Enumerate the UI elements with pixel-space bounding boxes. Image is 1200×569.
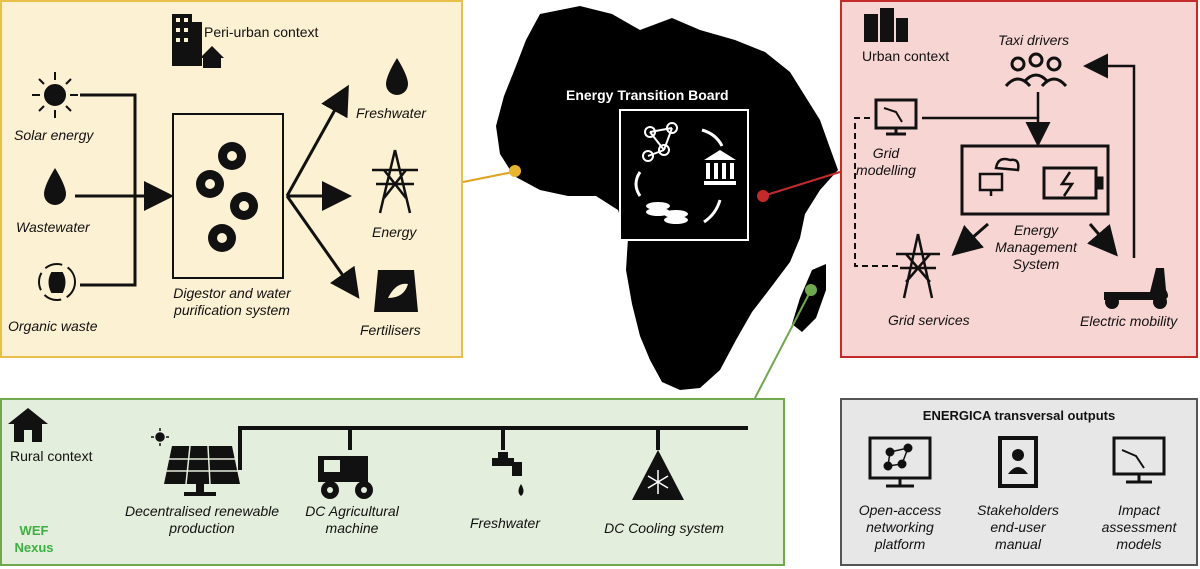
ems-label: Energy Management System [995,222,1077,272]
output-impact-label: Impact assessment models [1101,502,1177,552]
network-icon [642,122,678,162]
process-label: Digestor and water purification system [173,285,291,318]
rural-item-freshwater: Freshwater [469,515,541,531]
rural-title: Rural context [10,448,93,464]
peri-urban-title: Peri-urban context [204,24,319,40]
rural-item-cooling: DC Cooling system [604,520,724,536]
input-wastewater-label: Wastewater [16,219,90,235]
output-platform-label: Open-access networking platform [858,502,942,552]
board-title: Energy Transition Board [566,87,729,103]
rural-marker [805,284,817,296]
urban-marker [757,190,769,202]
rural-panel [0,398,785,566]
cycle-arrows-icon [634,128,724,224]
digestor-box [172,113,284,279]
wef-nexus-label: WEF Nexus [14,523,54,555]
africa-map-icon [496,6,838,390]
output-fertilisers-label: Fertilisers [360,322,421,338]
output-energy-label: Energy [372,224,417,240]
output-freshwater-label: Freshwater [356,105,427,121]
bank-icon [704,150,736,185]
rural-item-renewable: Decentralised renewable production [124,503,280,536]
peri-marker [509,165,521,177]
coins-icon [646,202,688,224]
board-box [619,109,749,241]
urban-title: Urban context [862,48,950,64]
output-manual-label: Stakeholders end-user manual [977,502,1059,552]
peri-connector [462,171,514,183]
rural-connector [754,289,812,399]
grid-modelling-label: Grid modelling [856,145,916,178]
input-organic-label: Organic waste [8,318,98,334]
taxi-label: Taxi drivers [998,32,1070,48]
electric-mobility-label: Electric mobility [1080,313,1178,329]
rural-item-tractor: DC Agricultural machine [305,503,399,536]
input-solar-label: Solar energy [14,127,94,143]
grid-services-label: Grid services [888,312,970,328]
urban-connector [762,171,841,197]
outputs-title: ENERGICA transversal outputs [922,408,1116,423]
madagascar-icon [792,264,826,332]
